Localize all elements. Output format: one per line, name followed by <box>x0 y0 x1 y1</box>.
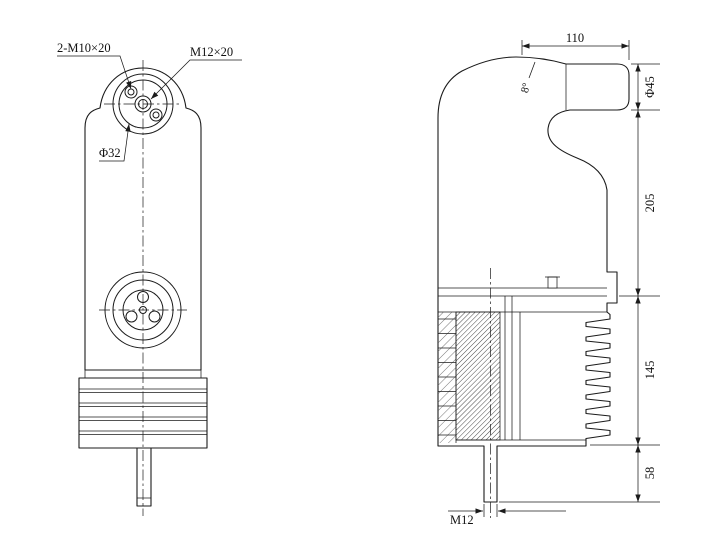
dim-stem-thread: M12 <box>450 513 474 527</box>
leader-bolt-pattern <box>57 55 132 90</box>
dim-stem-thread-group <box>448 504 566 517</box>
dim-top-width: 110 <box>566 31 584 45</box>
leader-circle-diameter <box>99 123 131 162</box>
side-left-fin-section <box>438 312 456 443</box>
front-leaders <box>57 55 242 162</box>
side-view: 110 8° Φ45 205 145 58 M12 <box>437 31 660 527</box>
front-view: 2-M10×20 M12×20 Φ32 <box>57 41 242 516</box>
dim-upper-height: 205 <box>643 194 657 213</box>
leader-center-thread <box>150 59 242 100</box>
label-bolt-pattern: 2-M10×20 <box>57 41 111 55</box>
side-core-block <box>455 311 501 441</box>
front-stem <box>136 447 152 507</box>
dim-angle-leader <box>528 61 536 79</box>
dim-right-chain <box>499 63 660 503</box>
dim-boss-diameter: Φ45 <box>643 76 657 98</box>
label-circle-diameter: Φ32 <box>99 146 121 160</box>
dim-head-angle: 8° <box>519 82 533 95</box>
label-center-thread: M12×20 <box>190 45 233 59</box>
dim-lower-height: 58 <box>643 467 657 480</box>
dim-mid-height: 145 <box>643 361 657 380</box>
front-centerlines <box>99 60 187 516</box>
side-flange-bolt <box>545 276 560 289</box>
dim-top-width-group <box>521 40 630 60</box>
